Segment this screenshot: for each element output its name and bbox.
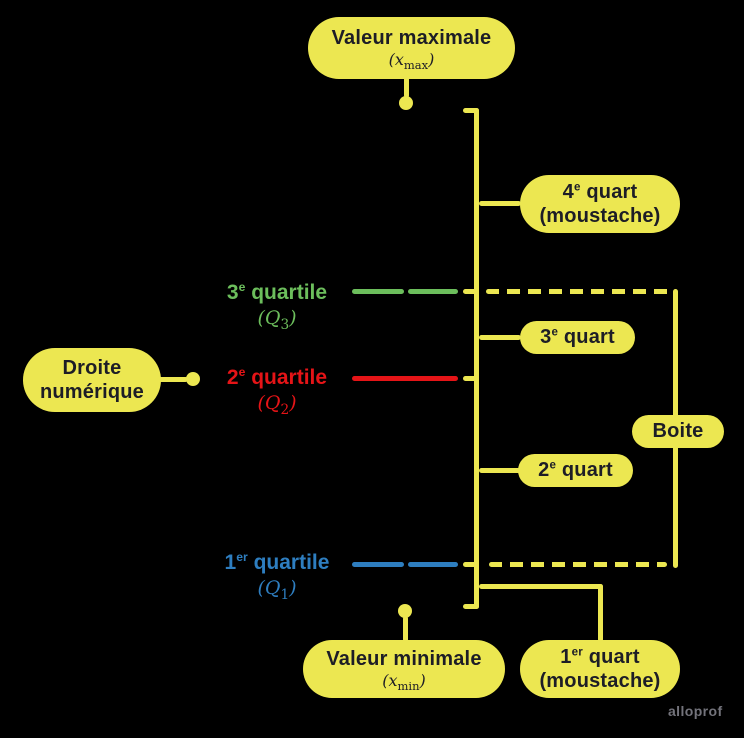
quart1-subtitle: (moustache) <box>539 670 661 692</box>
callout-valeur-maximale: Valeur maximale (xmax) <box>308 17 515 79</box>
quart4-title: 4e quart <box>562 179 638 203</box>
boite-bracket-dashed-bottom <box>489 562 667 567</box>
label-quartile-2: 2e quartile (Q2) <box>197 365 357 418</box>
valeur-maximale-symbol: (xmax) <box>388 50 435 73</box>
droite-numerique-line2: numérique <box>39 381 145 403</box>
quartile3-symbol: (Q3) <box>257 307 297 333</box>
max-callout-connector-line <box>404 77 409 98</box>
quartile1-name: 1er quartile <box>224 550 330 574</box>
quart4-subtitle: (moustache) <box>539 205 661 227</box>
callout-quart2: 2e quart <box>518 454 633 487</box>
quart3-title: 3e quart <box>540 325 615 349</box>
min-tick <box>463 604 479 609</box>
quartile2-symbol: (Q2) <box>257 392 297 418</box>
callout-droite-numerique: Droite numérique <box>23 348 161 412</box>
q1-marker-line-right <box>408 562 458 567</box>
quartile2-name: 2e quartile <box>226 365 328 389</box>
valeur-maximale-title: Valeur maximale <box>331 27 492 50</box>
droite-callout-dot <box>186 372 200 386</box>
callout-valeur-minimale: Valeur minimale (xmin) <box>303 640 505 698</box>
min-callout-connector-line <box>403 616 408 642</box>
quart2-connector-line <box>479 468 521 473</box>
quart2-title: 2e quart <box>538 458 613 482</box>
min-callout-dot <box>398 604 412 618</box>
droite-callout-connector-line <box>156 377 188 382</box>
q2-tick <box>463 376 479 381</box>
callout-boite: Boite <box>632 415 724 448</box>
q3-marker-line-left <box>352 289 404 294</box>
max-callout-dot <box>399 96 413 110</box>
label-quartile-3: 3e quartile (Q3) <box>197 280 357 333</box>
droite-numerique-line1: Droite <box>62 356 122 379</box>
max-tick <box>463 108 479 113</box>
alloprof-watermark: alloprof <box>668 703 723 719</box>
q2-marker-line <box>352 376 458 381</box>
callout-quart4-moustache: 4e quart (moustache) <box>520 175 680 233</box>
quartile3-name: 3e quartile <box>226 280 328 304</box>
valeur-minimale-title: Valeur minimale <box>326 648 482 671</box>
quart1-title: 1er quart <box>560 644 640 668</box>
callout-quart1-moustache: 1er quart (moustache) <box>520 640 680 698</box>
label-quartile-1: 1er quartile (Q1) <box>197 550 357 603</box>
boxplot-spine-line <box>474 108 479 609</box>
boite-bracket-dashed-top <box>486 289 670 294</box>
callout-quart3: 3e quart <box>520 321 635 354</box>
q3-marker-line-right <box>408 289 458 294</box>
quart1-connector-line-vertical <box>598 584 603 642</box>
boite-title: Boite <box>652 420 704 443</box>
q1-marker-line-left <box>352 562 404 567</box>
quart1-connector-line-horizontal <box>479 584 603 589</box>
quartile1-symbol: (Q1) <box>257 577 297 603</box>
q3-tick <box>463 289 479 294</box>
quart4-connector-line <box>479 201 521 206</box>
quart3-connector-line <box>479 335 521 340</box>
q1-tick <box>463 562 479 567</box>
valeur-minimale-symbol: (xmin) <box>382 671 426 694</box>
